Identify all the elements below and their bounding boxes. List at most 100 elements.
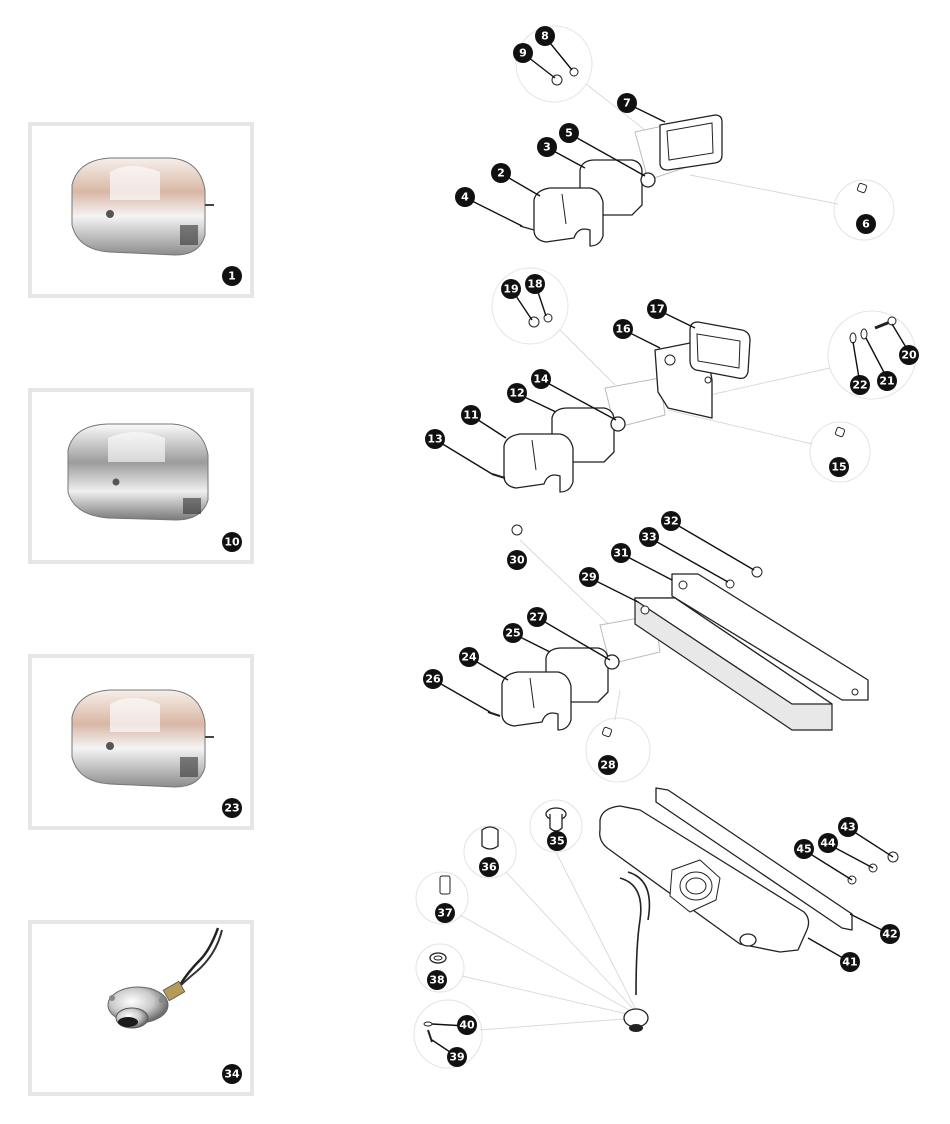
- callout-badge-22: 22: [850, 375, 870, 395]
- callout-badge-31: 31: [611, 543, 631, 563]
- callout-label: 13: [427, 433, 442, 446]
- callout-badge-12: 12: [507, 383, 527, 403]
- callout-badge-13: 13: [425, 429, 445, 449]
- callout-label: 29: [581, 571, 596, 584]
- photo-panel-34: [28, 920, 254, 1096]
- callout-badge-10: 10: [222, 532, 242, 552]
- callout-badge-4: 4: [455, 187, 475, 207]
- callout-label: 15: [831, 461, 846, 474]
- callout-badge-26: 26: [423, 669, 443, 689]
- callout-badge-38: 38: [427, 970, 447, 990]
- chrome-lamp-cover-photo: [67, 423, 209, 521]
- callout-label: 35: [549, 835, 564, 848]
- callout-label: 7: [623, 97, 631, 110]
- exploded-group-number-plate-lamp: [413, 787, 899, 1069]
- callout-badge-43: 43: [838, 817, 858, 837]
- callout-label: 25: [505, 627, 520, 640]
- lamp-cover: [503, 433, 574, 493]
- callout-label: 33: [641, 531, 656, 544]
- callout-label: 3: [543, 141, 551, 154]
- callout-badge-21: 21: [877, 371, 897, 391]
- callout-label: 36: [481, 861, 497, 874]
- callout-badge-24: 24: [459, 647, 479, 667]
- exploded-group-lamp-and-bracket: [487, 524, 869, 783]
- callout-label: 19: [503, 283, 518, 296]
- callout-label: 34: [224, 1068, 240, 1081]
- callout-badge-6: 6: [856, 214, 876, 234]
- callout-badge-27: 27: [527, 607, 547, 627]
- callout-badge-25: 25: [503, 623, 523, 643]
- callout-badge-35: 35: [547, 831, 567, 851]
- chrome-lamp-cover-photo: [71, 157, 214, 256]
- lens-gasket: [689, 321, 751, 380]
- callout-badge-7: 7: [617, 93, 637, 113]
- detail-circle-nuts-washers: [491, 267, 569, 345]
- callout-label: 37: [437, 907, 452, 920]
- callout-label: 5: [565, 127, 573, 140]
- lens-gasket: [659, 114, 723, 171]
- bolt: [874, 316, 897, 330]
- lamp-shroud: [545, 807, 567, 832]
- photo-panel-1: [28, 122, 254, 298]
- callout-label: 43: [840, 821, 855, 834]
- lamp-with-wires: [619, 871, 651, 1032]
- detail-circle-nuts-washers: [515, 25, 593, 103]
- callout-label: 30: [509, 554, 525, 567]
- callout-label: 32: [663, 515, 678, 528]
- callout-badge-17: 17: [647, 299, 667, 319]
- callout-badge-18: 18: [525, 274, 545, 294]
- bulb: [604, 654, 620, 670]
- detail-circle-bulb: [809, 421, 871, 483]
- callout-label: 20: [901, 349, 917, 362]
- callout-label: 8: [541, 30, 549, 43]
- callout-badge-39: 39: [447, 1047, 467, 1067]
- callout-badge-9: 9: [513, 43, 533, 63]
- callout-badge-28: 28: [598, 755, 618, 775]
- exploded-group-lamp-assembly-2: [491, 267, 917, 493]
- callout-badge-32: 32: [661, 511, 681, 531]
- callout-label: 4: [461, 191, 469, 204]
- plinth-plate: [655, 787, 853, 931]
- callout-badge-33: 33: [639, 527, 659, 547]
- bracket-rear: [671, 573, 869, 701]
- callout-badge-34: 34: [222, 1064, 242, 1084]
- bulb: [610, 416, 626, 432]
- bracket-front: [634, 597, 833, 731]
- callout-label: 2: [497, 167, 505, 180]
- photo-panel-23: [28, 654, 254, 830]
- bulb-holder: [439, 875, 451, 895]
- screw: [519, 225, 535, 231]
- callout-label: 24: [461, 651, 477, 664]
- chrome-number-plate-lamp-photo: [107, 927, 223, 1029]
- screw-and-washer: [423, 1021, 433, 1043]
- callout-badge-44: 44: [818, 833, 838, 853]
- callout-badge-30: 30: [507, 550, 527, 570]
- callout-badge-20: 20: [899, 345, 919, 365]
- callout-label: 27: [529, 611, 544, 624]
- callout-badges: 1 10 23 34 2 3 4 5 6 7 8 9 11 12 13 14 1…: [222, 26, 919, 1084]
- callout-badge-42: 42: [880, 924, 900, 944]
- capless-bulb: [856, 182, 868, 194]
- grommet: [429, 952, 447, 964]
- callout-badge-1: 1: [222, 266, 242, 286]
- lamp-cover: [501, 671, 572, 731]
- callout-badge-8: 8: [535, 26, 555, 46]
- callout-label: 10: [224, 536, 240, 549]
- callout-badge-29: 29: [579, 567, 599, 587]
- callout-label: 41: [842, 956, 857, 969]
- callout-label: 11: [463, 409, 478, 422]
- callout-badge-36: 36: [479, 857, 499, 877]
- plinth-housing: [599, 805, 810, 953]
- screw: [491, 473, 506, 479]
- callout-label: 40: [459, 1019, 475, 1032]
- callout-label: 22: [852, 379, 867, 392]
- detail-circle-bulb: [585, 717, 651, 783]
- callout-label: 31: [613, 547, 628, 560]
- callout-label: 23: [224, 802, 239, 815]
- callout-badge-37: 37: [435, 903, 455, 923]
- detail-circle-bulb: [833, 179, 895, 241]
- screw: [487, 711, 501, 717]
- callout-badge-14: 14: [531, 369, 551, 389]
- callout-label: 17: [649, 303, 664, 316]
